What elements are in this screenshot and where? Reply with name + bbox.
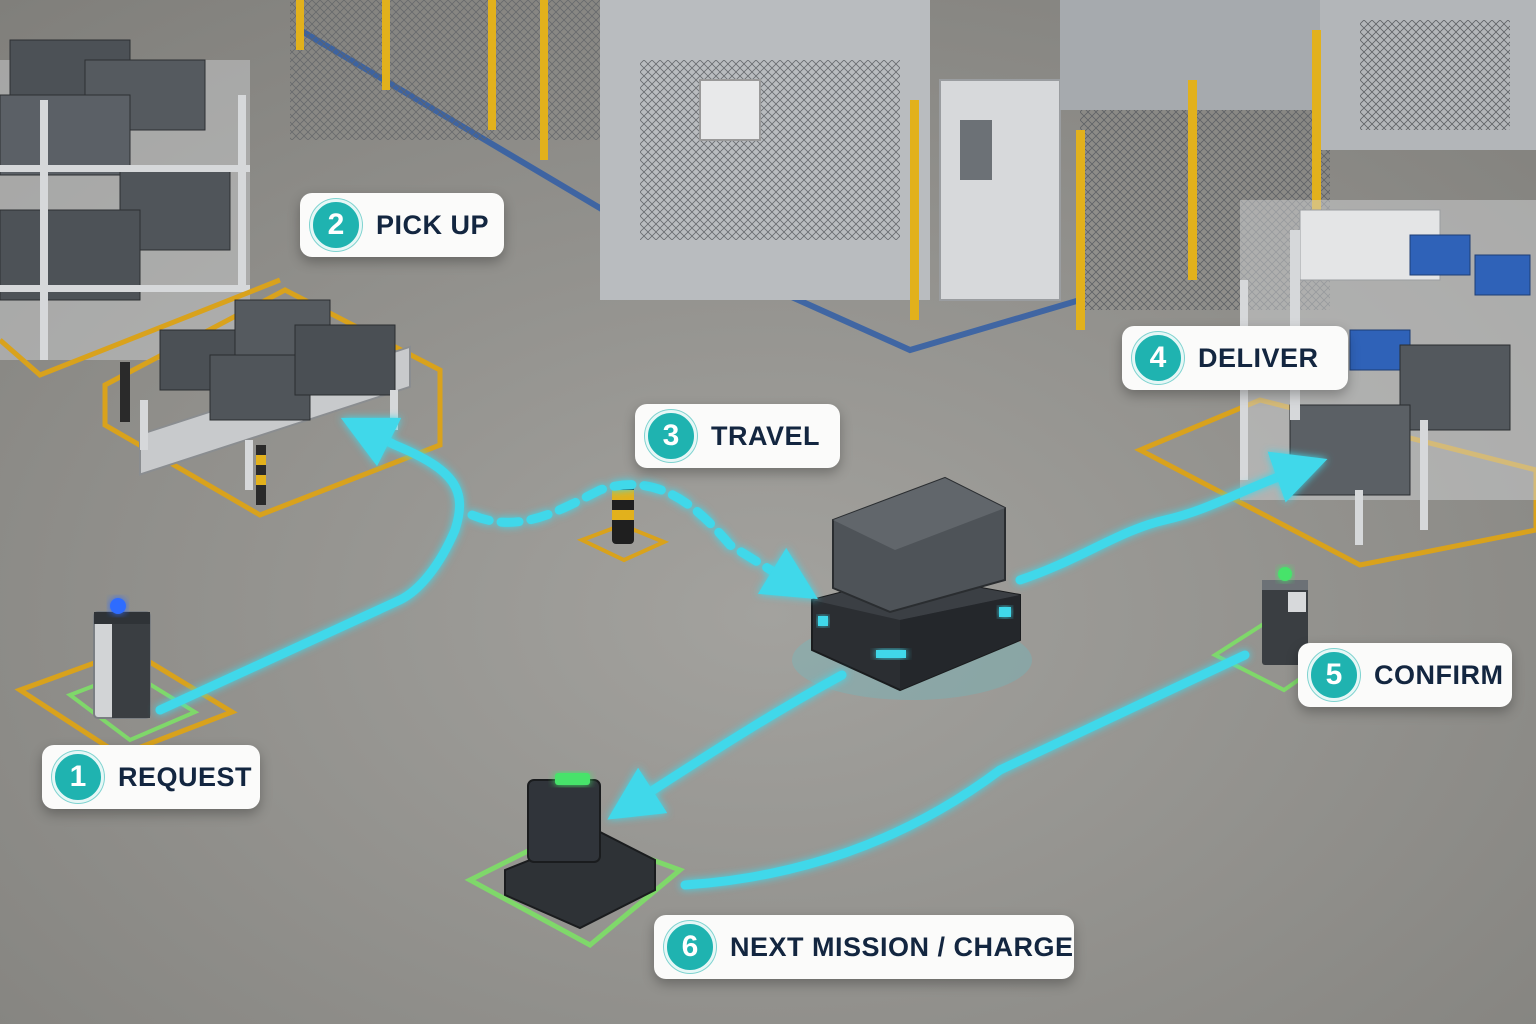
step-3-callout: 3 TRAVEL [635, 404, 840, 468]
bin-shelving [0, 39, 281, 378]
bollard [576, 484, 670, 563]
route-robot-to-deliver [1015, 451, 1328, 585]
step-number-badge: 2 [310, 199, 362, 251]
step-4-callout: 4 DELIVER [1122, 326, 1348, 390]
route-travel [467, 480, 818, 600]
step-number-badge: 1 [52, 751, 104, 803]
pickup-cart [102, 287, 443, 518]
route-confirm-to-dock [680, 650, 1250, 890]
step-label: REQUEST [118, 761, 253, 792]
amr-robot [792, 476, 1032, 700]
step-number-badge: 6 [664, 921, 716, 973]
route-request-to-pickup [155, 417, 465, 715]
step-5-callout: 5 CONFIRM [1298, 643, 1512, 707]
route-paths [155, 417, 1328, 890]
step-label: DELIVER [1198, 342, 1319, 373]
step-label: TRAVEL [711, 420, 820, 451]
step-2-callout: 2 PICK UP [300, 193, 504, 257]
step-1-callout: 1 REQUEST [42, 745, 260, 809]
charging-dock [464, 773, 685, 949]
step-label: PICK UP [376, 209, 490, 240]
step-number-badge: 4 [1132, 332, 1184, 384]
fence-posts [296, 0, 1321, 330]
call-button-station [14, 598, 238, 758]
factory-machines [290, 0, 1536, 310]
step-label: NEXT MISSION / CHARGE [730, 931, 1074, 962]
step-number-badge: 3 [645, 410, 697, 462]
step-label: CONFIRM [1374, 659, 1504, 690]
step-number-badge: 5 [1308, 649, 1360, 701]
step-6-callout: 6 NEXT MISSION / CHARGE [654, 915, 1074, 979]
route-robot-to-dock [607, 670, 847, 820]
